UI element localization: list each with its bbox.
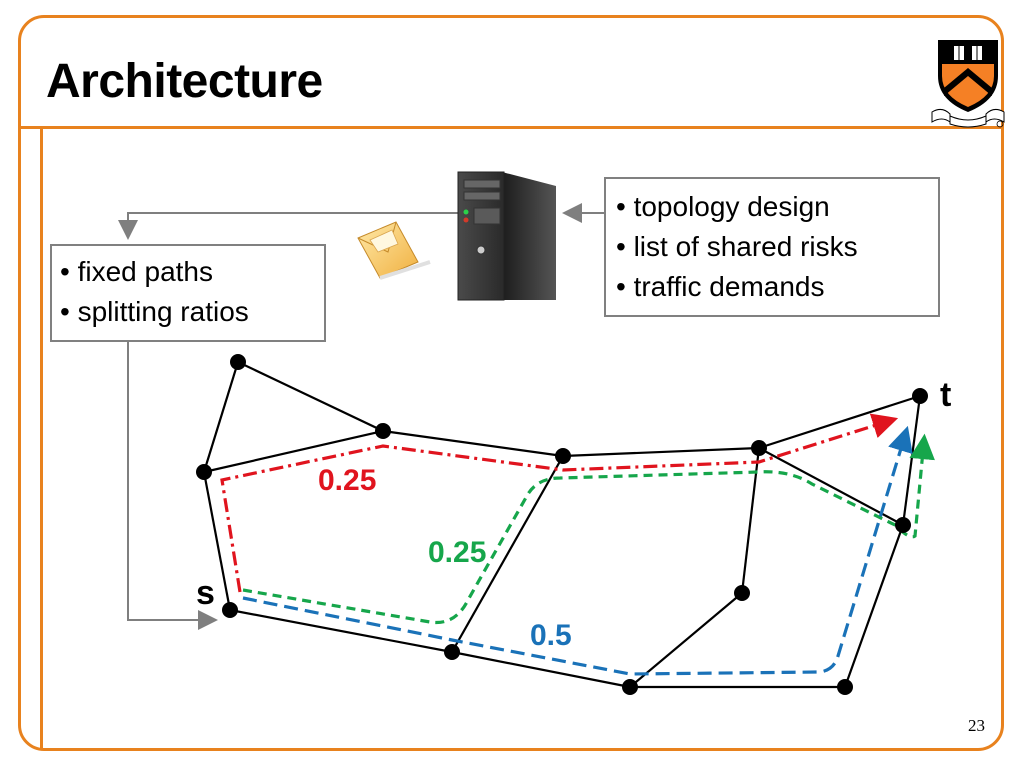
title-divider [18,126,1004,129]
output-item-paths: • fixed paths [60,256,214,287]
node [734,585,750,601]
slide-title: Architecture [46,55,323,108]
node [230,354,246,370]
network-links [202,361,922,689]
network-nodes [196,354,928,695]
node [444,644,460,660]
inputs-box: • topology design • list of shared risks… [604,177,940,317]
node [196,464,212,480]
source-label: s [196,574,215,612]
input-item-shared-risks: • list of shared risks [616,231,858,262]
output-item-ratios: • splitting ratios [60,296,249,327]
node [555,448,571,464]
envelope-icon [357,221,431,280]
node-source [222,602,238,618]
node [622,679,638,695]
target-label: t [940,376,951,414]
node [375,423,391,439]
node [837,679,853,695]
blue-path [242,425,913,676]
page-number: 23 [968,716,985,735]
node-target [912,388,928,404]
server-tower-icon [457,171,556,301]
red-path-ratio: 0.25 [318,464,376,497]
outputs-box: • fixed paths • splitting ratios [50,244,326,342]
slide-frame [18,15,1004,751]
node [895,517,911,533]
side-divider [40,128,43,749]
input-item-traffic: • traffic demands [616,271,825,302]
blue-path-ratio: 0.5 [530,619,572,652]
university-shield-logo [931,40,1005,128]
input-item-topology: • topology design [616,191,830,222]
flow-arrows [118,203,604,630]
red-path [220,413,899,593]
green-path-ratio: 0.25 [428,536,486,569]
node [751,440,767,456]
